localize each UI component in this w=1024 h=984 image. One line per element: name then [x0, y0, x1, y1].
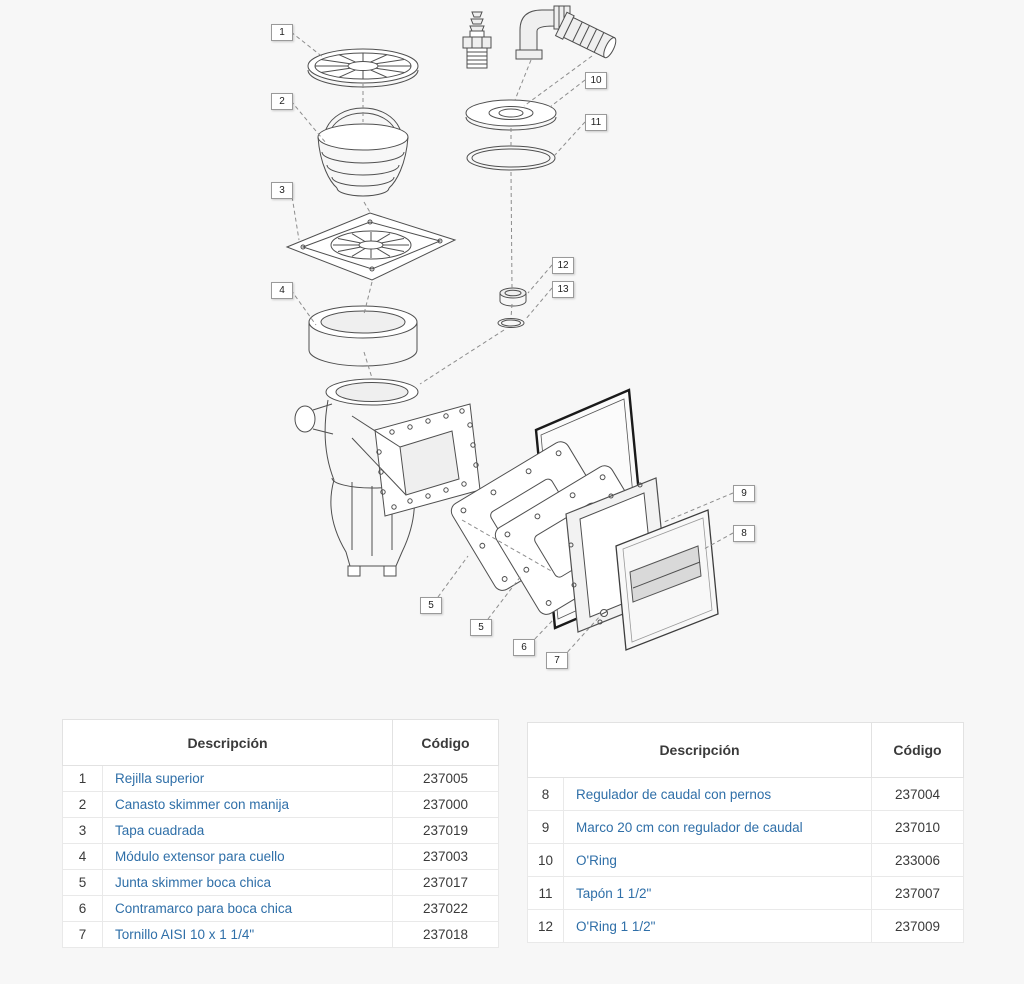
- table-row: 6 Contramarco para boca chica 237022: [62, 895, 500, 922]
- header-code: Código: [871, 722, 965, 778]
- callout-2: 2: [271, 93, 293, 110]
- part-number: 11: [527, 876, 564, 910]
- part-number: 3: [62, 817, 103, 844]
- table-row: 2 Canasto skimmer con manija 237000: [62, 791, 500, 818]
- part-tornillo: [600, 609, 608, 617]
- header-code: Código: [392, 719, 500, 766]
- part-modulo-extensor: [308, 305, 418, 367]
- part-skimmer-body: [294, 378, 481, 577]
- callout-10: 10: [585, 72, 607, 89]
- table-row: 8 Regulador de caudal con pernos 237004: [527, 777, 965, 811]
- table-row: 4 Módulo extensor para cuello 237003: [62, 843, 500, 870]
- leader-lines: [290, 31, 734, 658]
- table-row: 7 Tornillo AISI 10 x 1 1/4" 237018: [62, 921, 500, 948]
- part-number: 7: [62, 921, 103, 948]
- part-code: 237005: [392, 765, 500, 792]
- part-description: Módulo extensor para cuello: [101, 843, 394, 870]
- part-description: Tornillo AISI 10 x 1 1/4": [101, 921, 394, 948]
- part-regulador-caudal: [615, 509, 719, 651]
- callout-13: 13: [552, 281, 574, 298]
- callout-7: 7: [546, 652, 568, 669]
- callout-3: 3: [271, 182, 293, 199]
- part-number: 12: [527, 909, 564, 943]
- part-description: Marco 20 cm con regulador de caudal: [562, 810, 873, 844]
- part-description: Rejilla superior: [101, 765, 394, 792]
- table-row: 3 Tapa cuadrada 237019: [62, 817, 500, 844]
- part-code: 237010: [871, 810, 965, 844]
- part-number: 2: [62, 791, 103, 818]
- header-description: Descripción: [61, 719, 394, 766]
- exploded-diagram: 1 2 3 4 10 11 12 13 5 5 6 7 9 8: [271, 5, 755, 669]
- part-tapon: [499, 287, 527, 307]
- part-number: 1: [62, 765, 103, 792]
- part-code: 237003: [392, 843, 500, 870]
- part-description: Canasto skimmer con manija: [101, 791, 394, 818]
- part-description: Contramarco para boca chica: [101, 895, 394, 922]
- parts-table-left: Descripción Código 1 Rejilla superior 23…: [61, 719, 500, 948]
- table-row: 11 Tapón 1 1/2" 237007: [527, 876, 965, 910]
- part-code: 237019: [392, 817, 500, 844]
- part-oring-cover: [465, 99, 557, 131]
- part-description: Regulador de caudal con pernos: [562, 777, 873, 811]
- table-row: 5 Junta skimmer boca chica 237017: [62, 869, 500, 896]
- part-oring-large: [466, 145, 556, 171]
- part-code: 233006: [871, 843, 965, 877]
- table-row: 12 O'Ring 1 1/2" 237009: [527, 909, 965, 943]
- callout-5a: 5: [420, 597, 442, 614]
- part-description: Tapón 1 1/2": [562, 876, 873, 910]
- part-code: 237018: [392, 921, 500, 948]
- part-rejilla-superior: [307, 48, 419, 88]
- part-description: Tapa cuadrada: [101, 817, 394, 844]
- fitting-ribbed-adapter-icon: [554, 11, 617, 59]
- fitting-hose-adapter-icon: [462, 11, 492, 69]
- part-code: 237000: [392, 791, 500, 818]
- table-row: 10 O'Ring 233006: [527, 843, 965, 877]
- part-number: 6: [62, 895, 103, 922]
- callout-12: 12: [552, 257, 574, 274]
- callout-5b: 5: [470, 619, 492, 636]
- part-code: 237017: [392, 869, 500, 896]
- parts-table-right: Descripción Código 8 Regulador de caudal…: [526, 722, 965, 943]
- callout-9: 9: [733, 485, 755, 502]
- part-tapa-cuadrada: [285, 212, 457, 281]
- table-row: 9 Marco 20 cm con regulador de caudal 23…: [527, 810, 965, 844]
- diagram-drawing: [285, 5, 734, 658]
- callout-8: 8: [733, 525, 755, 542]
- table-row: 1 Rejilla superior 237005: [62, 765, 500, 792]
- part-oring-small: [497, 318, 525, 328]
- part-canasto-skimmer: [317, 107, 409, 197]
- part-code: 237022: [392, 895, 500, 922]
- table-header-row: Descripción Código: [61, 719, 500, 766]
- part-number: 8: [527, 777, 564, 811]
- part-code: 237009: [871, 909, 965, 943]
- table-header-row: Descripción Código: [526, 722, 965, 778]
- part-description: Junta skimmer boca chica: [101, 869, 394, 896]
- part-code: 237004: [871, 777, 965, 811]
- callout-11: 11: [585, 114, 607, 131]
- header-description: Descripción: [526, 722, 873, 778]
- part-number: 5: [62, 869, 103, 896]
- part-number: 10: [527, 843, 564, 877]
- callout-4: 4: [271, 282, 293, 299]
- part-number: 4: [62, 843, 103, 870]
- callout-6: 6: [513, 639, 535, 656]
- part-description: O'Ring: [562, 843, 873, 877]
- part-number: 9: [527, 810, 564, 844]
- part-code: 237007: [871, 876, 965, 910]
- part-description: O'Ring 1 1/2": [562, 909, 873, 943]
- callout-1: 1: [271, 24, 293, 41]
